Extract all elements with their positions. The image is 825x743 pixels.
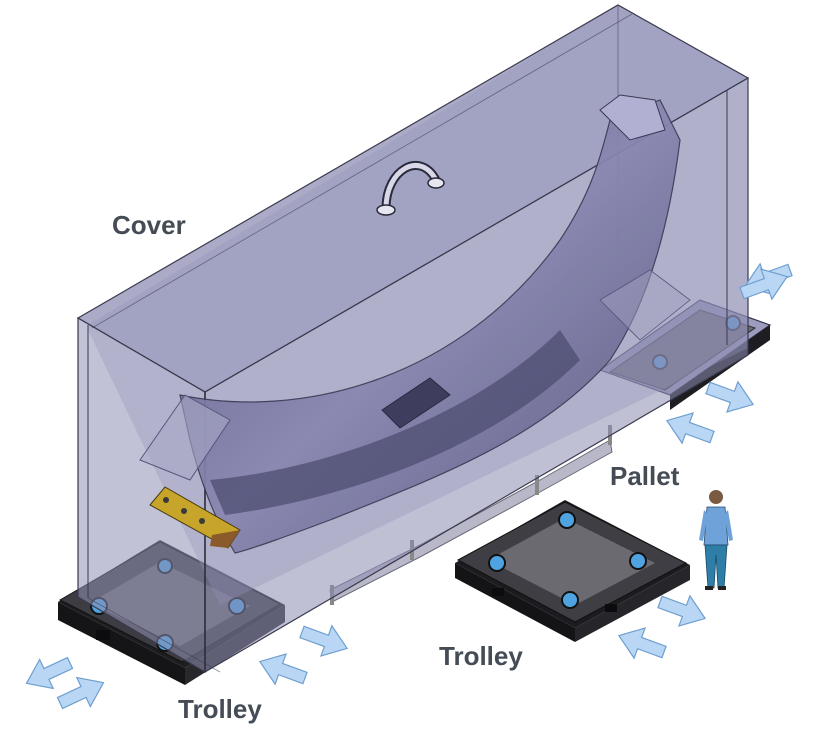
handle-icon bbox=[376, 161, 445, 216]
electronic-module-icon bbox=[149, 486, 241, 549]
caster-icon bbox=[561, 591, 579, 609]
pallet-label: Pallet bbox=[610, 461, 680, 491]
person-icon bbox=[699, 490, 733, 590]
part bbox=[139, 94, 691, 554]
trolley-right-label: Trolley bbox=[439, 641, 523, 671]
trolley-right bbox=[455, 500, 690, 642]
cover-label: Cover bbox=[112, 210, 186, 240]
trolley-left-label: Trolley bbox=[178, 694, 262, 724]
caster-icon bbox=[558, 511, 576, 529]
double-arrow-icon bbox=[19, 647, 111, 719]
caster-icon bbox=[629, 552, 647, 570]
caster-icon bbox=[488, 554, 506, 572]
